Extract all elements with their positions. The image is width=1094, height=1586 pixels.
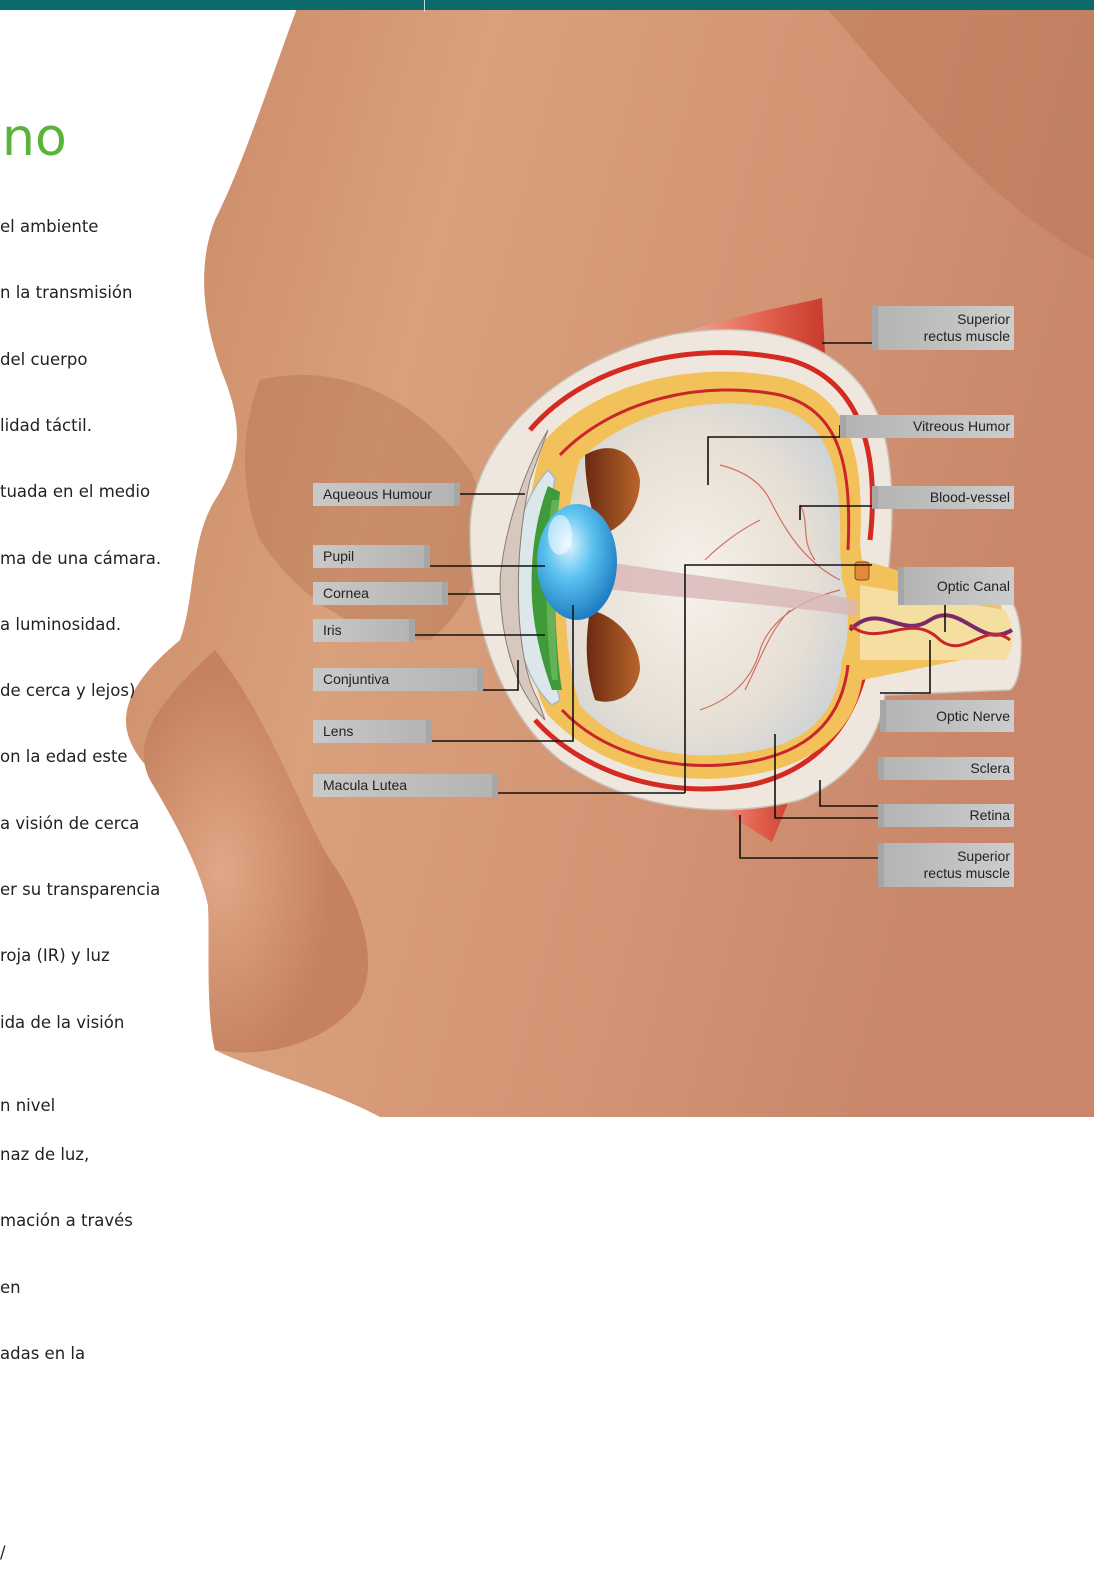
label-superior-rectus-top: Superior rectus muscle (872, 306, 1014, 350)
body-line: roja (IR) y luz (0, 945, 250, 967)
body-line: el ambiente (0, 216, 250, 238)
footer-text-fragment: n nivel (0, 1096, 55, 1115)
label-aqueous-humour: Aqueous Humour (313, 483, 460, 506)
page-title: no (2, 108, 67, 168)
body-line: del cuerpo (0, 349, 250, 371)
label-superior-rectus-top-line1: Superior (878, 311, 1010, 328)
body-line: tuada en el medio (0, 481, 250, 503)
body-line: naz de luz, (0, 1144, 250, 1166)
body-line: mación a través (0, 1210, 250, 1232)
lens-highlight (548, 515, 572, 555)
top-bar-divider (424, 0, 425, 12)
body-line: a luminosidad. (0, 614, 250, 636)
label-optic-canal: Optic Canal (898, 567, 1014, 605)
label-sclera: Sclera (878, 757, 1014, 780)
label-iris: Iris (313, 619, 415, 642)
label-macula-lutea: Macula Lutea (313, 774, 498, 797)
body-line: n la transmisión (0, 282, 250, 304)
label-retina: Retina (878, 804, 1014, 827)
label-superior-rectus-bottom: Superior rectus muscle (878, 843, 1014, 887)
body-line: de cerca y lejos) (0, 680, 250, 702)
body-text: el ambiente n la transmisión del cuerpo … (0, 172, 250, 1586)
label-superior-rectus-top-line2: rectus muscle (878, 328, 1010, 345)
body-line: ida de la visión (0, 1012, 250, 1034)
body-line: on la edad este (0, 746, 250, 768)
label-cornea: Cornea (313, 582, 448, 605)
label-superior-rectus-bottom-line1: Superior (884, 848, 1010, 865)
label-blood-vessel: Blood-vessel (872, 486, 1014, 509)
label-lens: Lens (313, 720, 432, 743)
label-conjuntiva: Conjuntiva (313, 668, 483, 691)
body-line: ma de una cámara. (0, 548, 250, 570)
body-line: en (0, 1277, 250, 1299)
label-optic-nerve: Optic Nerve (880, 700, 1014, 732)
top-bar (0, 0, 1094, 10)
lens (537, 504, 617, 620)
body-line: er su transparencia (0, 879, 250, 901)
label-pupil: Pupil (313, 545, 430, 568)
body-line: / (0, 1542, 250, 1564)
body-line: adas en la (0, 1343, 250, 1365)
body-line: a visión de cerca (0, 813, 250, 835)
body-line: lidad táctil. (0, 415, 250, 437)
label-vitreous-humor: Vitreous Humor (840, 415, 1014, 438)
body-line (0, 1476, 250, 1498)
label-superior-rectus-bottom-line2: rectus muscle (884, 865, 1010, 882)
body-line (0, 1409, 250, 1431)
